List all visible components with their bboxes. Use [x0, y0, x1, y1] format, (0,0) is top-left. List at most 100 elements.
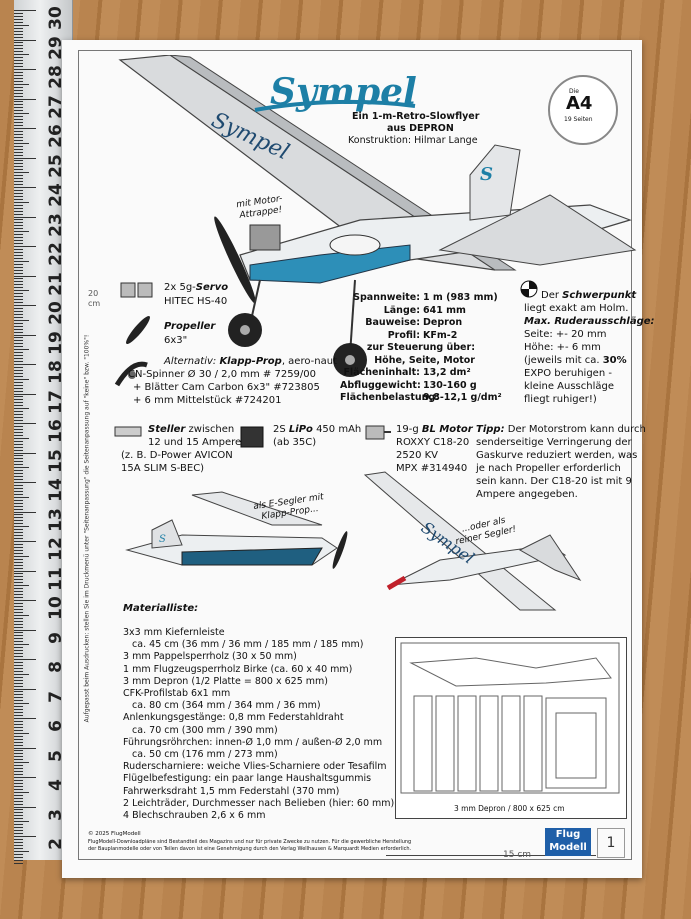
- badge-top: Die: [569, 88, 579, 95]
- ruler-tick: [14, 597, 23, 599]
- ruler-tick: [14, 18, 23, 20]
- ruler-tick: [14, 499, 23, 501]
- spec-value: Depron: [423, 317, 463, 328]
- ruler-tick: [14, 219, 23, 221]
- cg-line-2: liegt exakt am Holm.: [524, 303, 629, 314]
- ruler-tick: [14, 782, 23, 784]
- material-item: Flügelbefestigung: ein paar lange Hausha…: [123, 773, 372, 785]
- print-note-text: Aufgepasst beim Ausdrucken: stellen Sie …: [83, 334, 91, 723]
- tip-line-6: Ampere angegeben.: [476, 489, 578, 500]
- ruler-tick: [14, 160, 23, 162]
- tip-line-3: Gaskurve reduziert werden, was: [476, 450, 638, 461]
- ruler-tick: [14, 319, 29, 321]
- ruler-tick: [14, 602, 23, 604]
- a4-badge: Die A4 19 Seiten: [548, 75, 618, 145]
- ruler-tick: [14, 470, 23, 472]
- ruler-tick: [14, 133, 23, 135]
- ruler-tick: [14, 157, 36, 159]
- ruler-tick: [14, 821, 29, 823]
- ruler-mark-15cm: 15 cm: [503, 850, 532, 860]
- cg-line6-pre: (jeweils mit ca.: [524, 355, 603, 366]
- cg-line-6: (jeweils mit ca. 30%: [524, 355, 627, 368]
- ruler-tick: [14, 753, 23, 755]
- ruler-tick: [14, 718, 36, 719]
- ruler-tick: [14, 139, 23, 141]
- ruler-tick: [14, 222, 23, 224]
- logo-bottom: Modell: [549, 842, 587, 853]
- ruler-tick: [14, 729, 23, 731]
- ruler-tick: [14, 381, 23, 383]
- ruler-tick: [14, 166, 23, 168]
- ruler-tick: [14, 576, 23, 578]
- ruler-tick: [14, 361, 23, 363]
- ruler-tick: [14, 667, 23, 669]
- spec-label: Flächeninhalt:: [343, 367, 420, 378]
- ruler-tick: [14, 487, 23, 489]
- ruler-tick: [14, 387, 23, 389]
- ruler-tick: [14, 529, 23, 531]
- lipo-icon: [240, 426, 264, 448]
- ruler-tick: [14, 213, 23, 215]
- ruler-tick: [14, 148, 23, 150]
- material-item: 1 mm Flugzeugsperrholz Birke (ca. 60 x 4…: [123, 663, 353, 675]
- ruler-tick: [14, 570, 36, 572]
- ruler-tick: [14, 417, 23, 419]
- ruler-tick: [14, 585, 29, 587]
- ruler-tick: [14, 647, 23, 649]
- ruler-tick: [14, 225, 23, 227]
- ruler-tick: [14, 405, 23, 407]
- subtitle-2: aus DEPRON: [387, 123, 454, 134]
- ruler-tick: [14, 98, 36, 100]
- ruler-tick: [14, 479, 23, 481]
- esc-icon: [114, 426, 142, 437]
- svg-text:S: S: [480, 164, 493, 185]
- material-item: ca. 50 cm (176 mm / 273 mm): [123, 749, 278, 760]
- cg-line-3: Max. Ruderausschläge:: [524, 316, 655, 327]
- ruler-tick: [14, 632, 23, 634]
- ruler-tick: [14, 290, 29, 292]
- ruler-tick: [14, 378, 29, 380]
- ruler-tick: [14, 86, 23, 88]
- ruler-tick: [14, 27, 23, 29]
- ruler-tick: [14, 110, 23, 112]
- ruler-tick: [14, 431, 23, 433]
- ruler-tick: [14, 352, 23, 354]
- spec-row: Bauweise:Depron: [340, 317, 505, 329]
- ruler-tick: [14, 608, 23, 610]
- spec-value: 1 m (983 mm): [423, 292, 498, 303]
- ruler-tick: [14, 24, 29, 26]
- ruler-tick: [14, 163, 23, 165]
- spec-label: Abfluggewicht:: [340, 379, 421, 391]
- ruler-tick: [14, 549, 23, 551]
- ruler-tick: [14, 535, 23, 537]
- ruler-tick: [14, 723, 23, 725]
- ruler-tick: [14, 145, 23, 147]
- ruler-tick: [14, 626, 23, 628]
- ruler-line-15cm: [386, 855, 596, 856]
- ruler-tick: [14, 638, 23, 640]
- alt-line-3: + Blätter Cam Carbon 6x3" #723805: [133, 382, 320, 393]
- ruler-tick: [14, 726, 23, 728]
- ruler-tick: [14, 543, 23, 545]
- motor-pre: 19-g: [396, 424, 422, 435]
- lipo-name: LiPo: [288, 424, 313, 435]
- glider-illustration: Sympel: [363, 471, 582, 611]
- ruler-tick: [14, 349, 29, 351]
- ruler-tick: [14, 45, 23, 47]
- ruler-tick: [14, 54, 29, 56]
- ruler-tick: [14, 172, 29, 174]
- ruler-tick: [14, 836, 36, 837]
- ruler-tick: [14, 77, 23, 79]
- ruler-tick: [14, 490, 23, 492]
- ruler-tick: [14, 806, 36, 808]
- ruler-tick: [14, 313, 23, 315]
- cg-symbol-icon: [520, 280, 538, 298]
- ruler-tick: [14, 546, 23, 548]
- ruler-number: 30: [46, 6, 66, 30]
- tip-label: Tipp:: [476, 424, 505, 435]
- spec-row: Höhe, Seite, Motor: [340, 355, 475, 367]
- ruler-tick: [14, 803, 23, 805]
- ruler-tick: [14, 316, 23, 318]
- ruler-tick: [14, 337, 23, 339]
- ruler-tick: [14, 302, 23, 304]
